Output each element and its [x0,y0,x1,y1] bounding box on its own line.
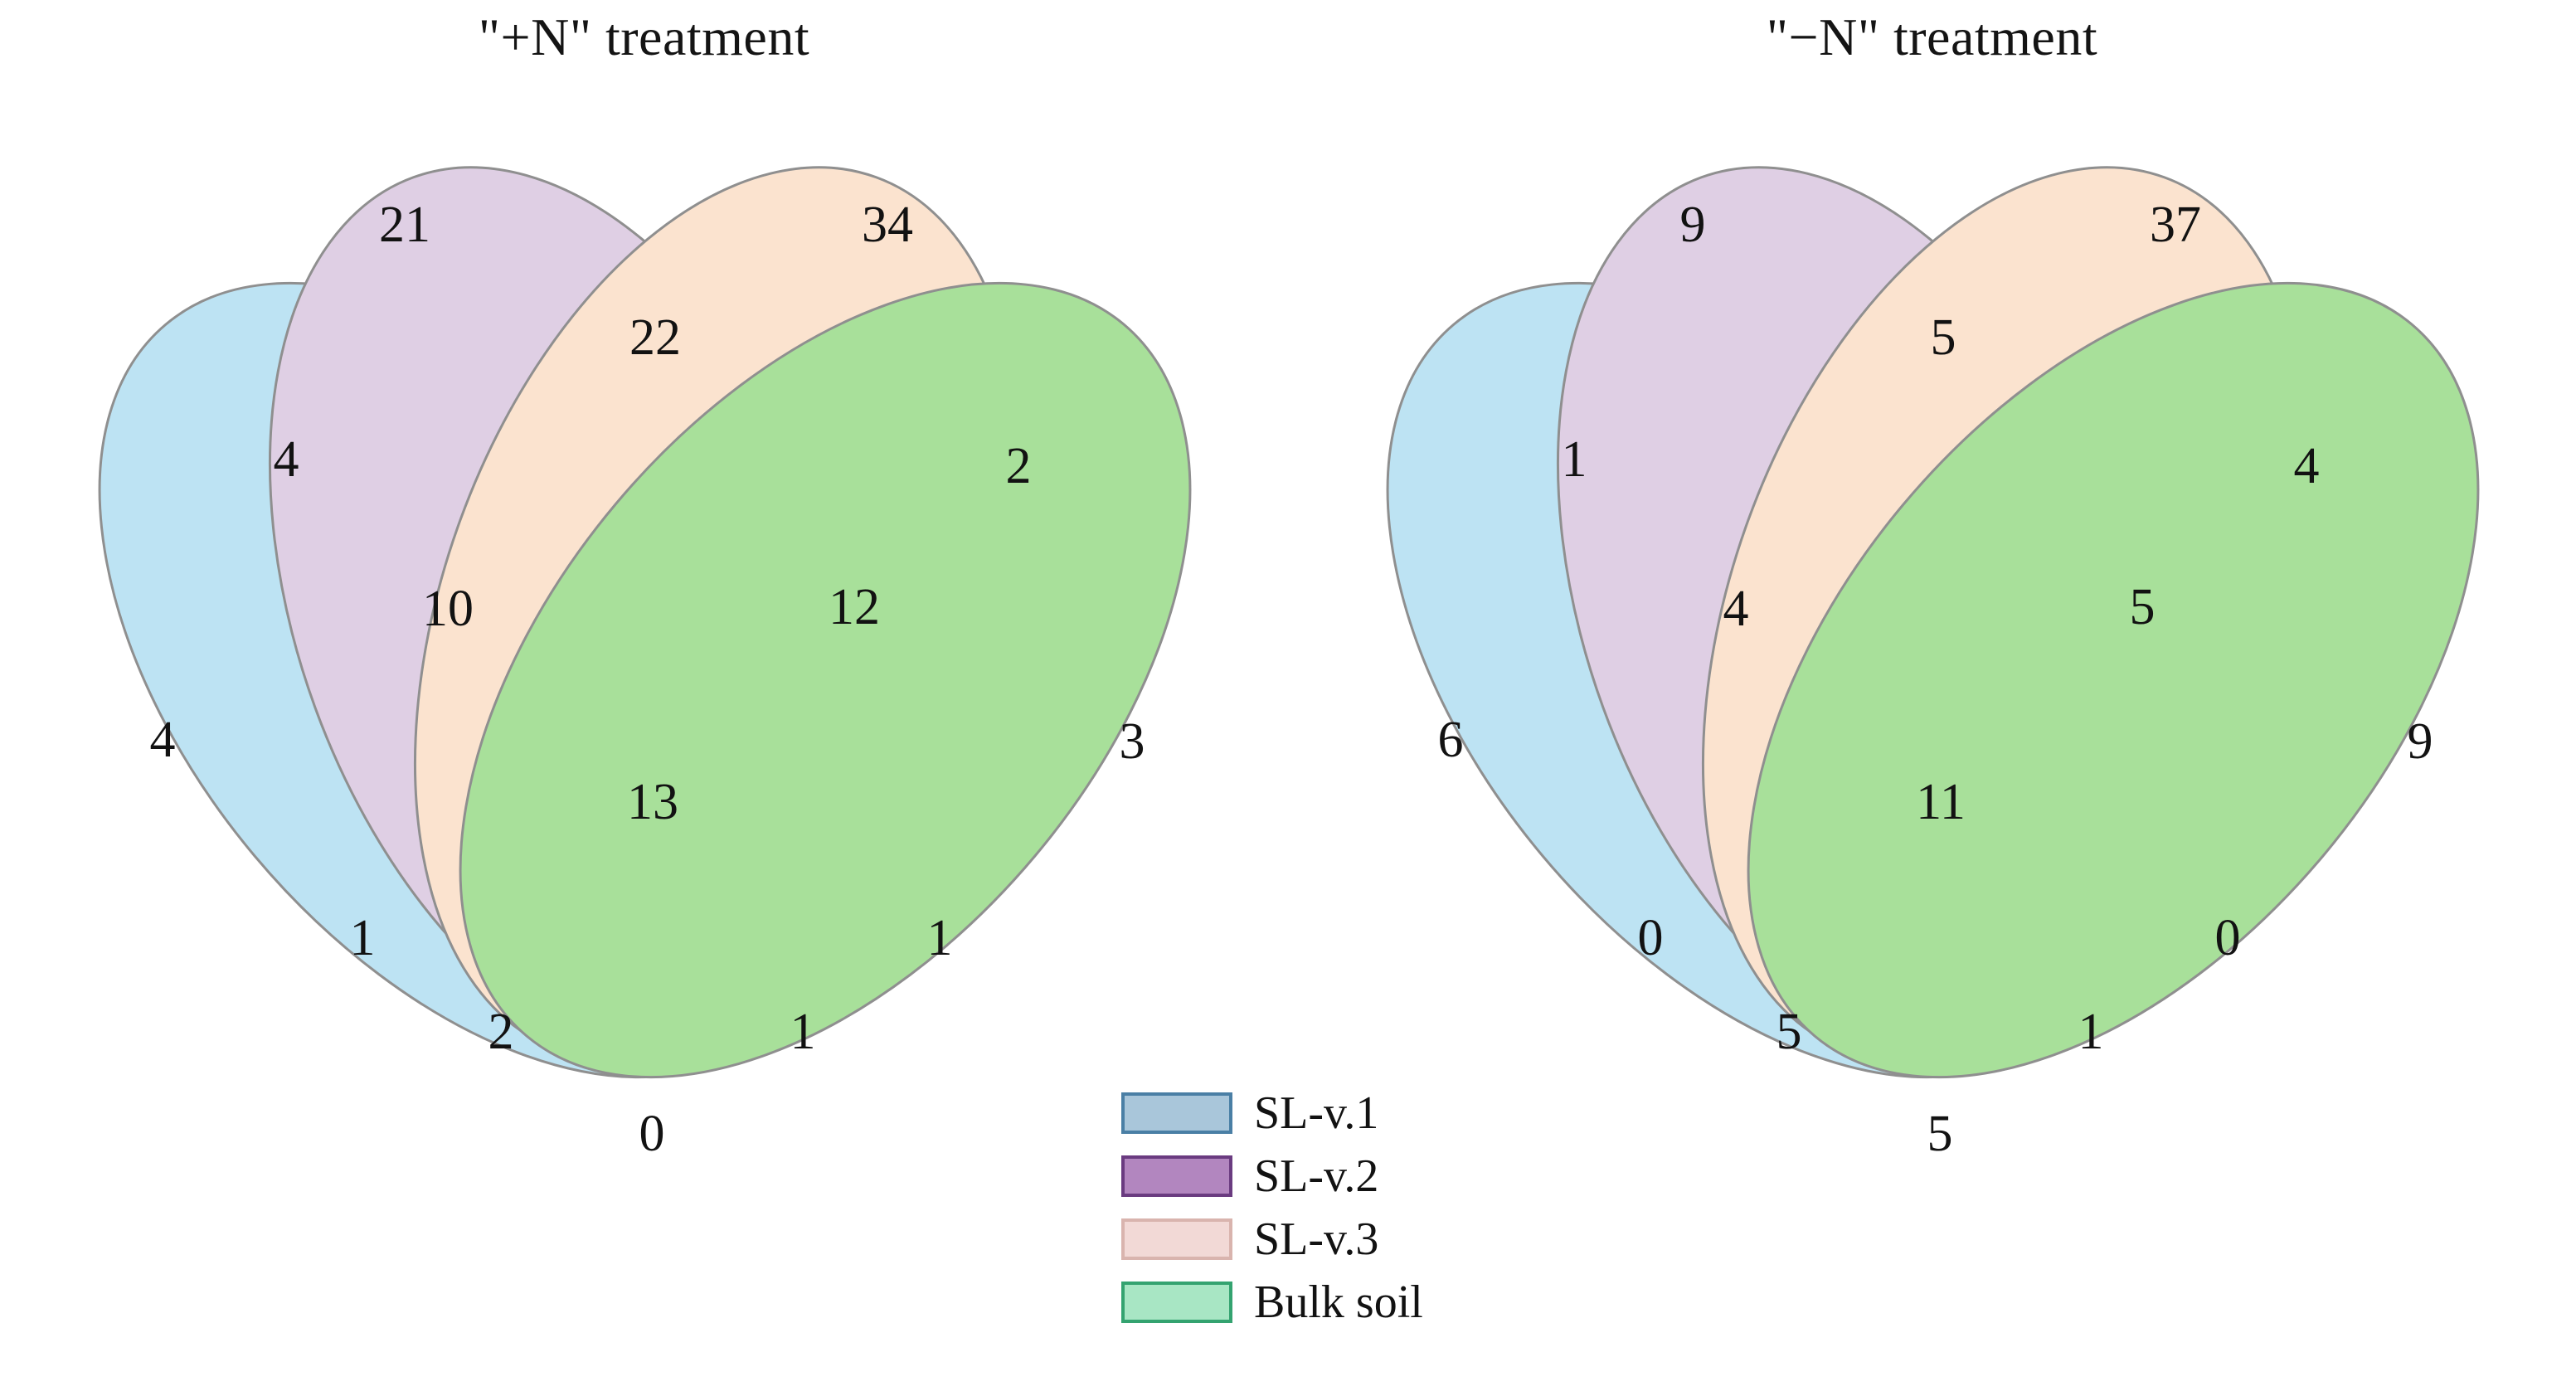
region-count-all-four: 13 [627,774,678,830]
region-count-v3-bulk: 4 [2294,438,2320,494]
region-count-v1-v2: 1 [1562,431,1587,488]
legend-label-sl-v1: SL-v.1 [1254,1087,1379,1139]
panel-plus-n: "+N" treatment 21 34 22 4 2 10 12 4 3 13… [98,7,1192,1162]
venn-diagram-minus-n: 9 37 5 1 4 4 5 6 9 11 0 0 5 1 5 [1386,166,2480,1162]
region-count-sl-v1-only: 4 [150,712,176,768]
legend-label-sl-v2: SL-v.2 [1254,1150,1379,1202]
legend-swatch-bulk-soil [1121,1282,1232,1323]
region-count-v1-v2-bulk: 5 [1776,1004,1802,1060]
region-count-sl-v2-only: 21 [379,197,430,253]
region-count-sl-v3-only: 34 [862,197,913,253]
region-count-v1-v2: 4 [274,431,299,488]
region-count-sl-v1-only: 6 [1438,712,1464,768]
region-count-v2-v3-bulk: 12 [829,579,880,635]
region-count-v2-bulk: 1 [927,910,953,966]
region-count-v1-v3-bulk: 1 [2078,1004,2104,1060]
legend-swatch-sl-v1 [1121,1092,1232,1134]
legend-swatch-sl-v3 [1121,1218,1232,1260]
legend-item-sl-v3: SL-v.3 [1121,1213,1423,1265]
legend: SL-v.1 SL-v.2 SL-v.3 Bulk soil [1121,1087,1423,1328]
venn-diagram-plus-n: 21 34 22 4 2 10 12 4 3 13 1 1 2 1 0 [98,166,1192,1162]
region-count-v1-v3: 0 [1638,910,1664,966]
page-title-plus-n: "+N" treatment [478,7,810,66]
legend-swatch-sl-v2 [1121,1155,1232,1197]
region-count-bulk-soil-only: 3 [1120,713,1145,770]
legend-item-bulk-soil: Bulk soil [1121,1277,1423,1328]
legend-label-sl-v3: SL-v.3 [1254,1213,1379,1265]
page-title-minus-n: "−N" treatment [1766,7,2098,66]
region-count-v1-v3-bulk: 1 [790,1004,816,1060]
region-count-sl-v2-only: 9 [1680,197,1706,253]
legend-label-bulk-soil: Bulk soil [1254,1277,1423,1328]
region-count-v3-bulk: 2 [1006,438,1032,494]
region-count-v1-v2-v3: 4 [1723,581,1749,637]
legend-item-sl-v1: SL-v.1 [1121,1087,1423,1139]
ellipse-bulk-soil [459,281,1192,1079]
region-count-v2-v3-bulk: 5 [2130,579,2156,635]
region-count-v1-bulk: 0 [639,1106,665,1162]
region-count-v2-bulk: 0 [2215,910,2241,966]
legend-item-sl-v2: SL-v.2 [1121,1150,1423,1202]
region-count-v2-v3: 22 [629,309,681,366]
region-count-all-four: 11 [1916,774,1966,830]
region-count-sl-v3-only: 37 [2150,197,2201,253]
region-count-v1-v3: 1 [350,910,376,966]
region-count-v2-v3: 5 [1931,309,1956,366]
panel-minus-n: "−N" treatment 9 37 5 1 4 4 5 6 9 11 0 0… [1288,0,2576,1391]
region-count-bulk-soil-only: 9 [2408,713,2433,770]
region-count-v1-v2-v3: 10 [422,581,474,637]
region-count-v1-bulk: 5 [1927,1106,1953,1162]
ellipse-bulk-soil [1747,281,2480,1079]
region-count-v1-v2-bulk: 2 [488,1004,514,1060]
